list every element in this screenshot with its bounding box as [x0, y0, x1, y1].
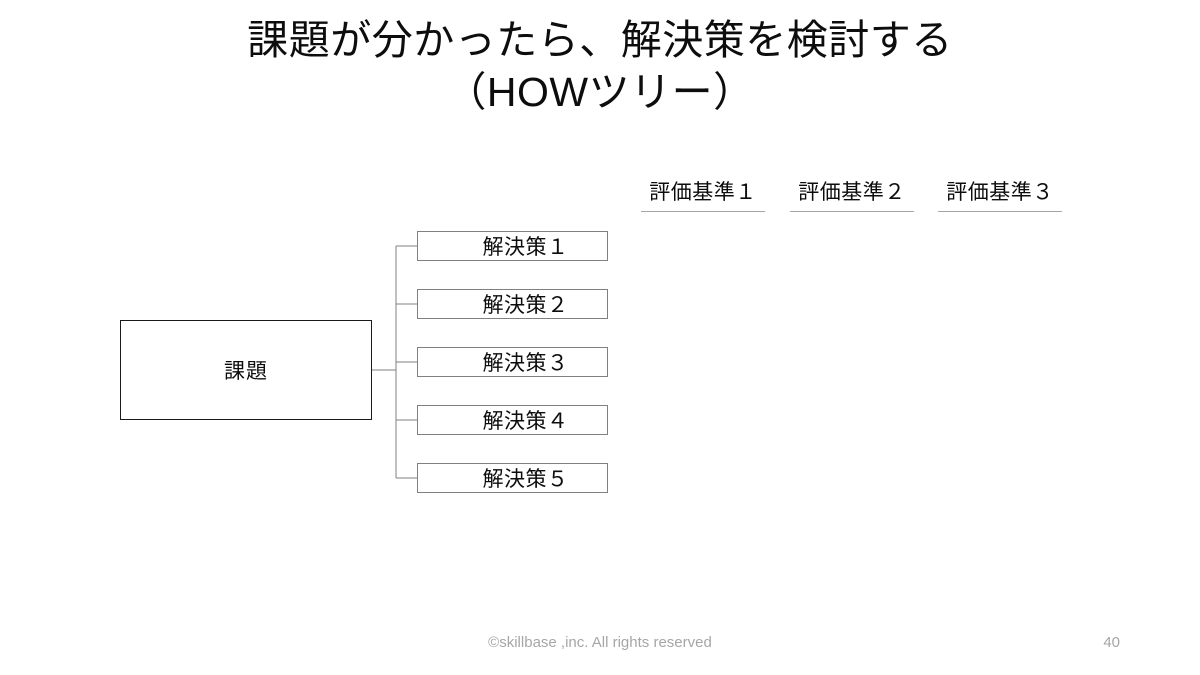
page-title: 課題が分かったら、解決策を検討する （HOWツリー） [0, 14, 1200, 119]
tree-leaf-node-1[interactable]: 解決策１ [417, 231, 608, 261]
tree-leaf-label-4: 解決策４ [482, 410, 569, 433]
tree-leaf-node-2[interactable]: 解決策２ [417, 289, 608, 319]
tree-leaf-node-5[interactable]: 解決策５ [417, 463, 608, 493]
page-title-line-1: 課題が分かったら、解決策を検討する [247, 17, 953, 63]
criteria-header-1: 評価基準１ [641, 176, 765, 212]
criteria-header-row: 評価基準１ 評価基準２ 評価基準３ [628, 176, 1078, 216]
tree-leaf-label-5: 解決策５ [482, 468, 569, 491]
tree-root-node[interactable]: 課題 [120, 320, 372, 420]
tree-leaf-node-3[interactable]: 解決策３ [417, 347, 608, 377]
tree-leaf-label-1: 解決策１ [482, 236, 569, 259]
criteria-header-2: 評価基準２ [790, 176, 914, 212]
footer-copyright: ©skillbase ,inc. All rights reserved [488, 634, 712, 651]
tree-root-label: 課題 [224, 360, 268, 383]
page-title-line-2: （HOWツリー） [445, 69, 755, 116]
tree-leaf-label-3: 解決策３ [482, 352, 569, 375]
tree-leaf-label-2: 解決策２ [482, 294, 569, 317]
tree-leaf-node-4[interactable]: 解決策４ [417, 405, 608, 435]
footer-page-number: 40 [1103, 634, 1120, 651]
criteria-header-3: 評価基準３ [938, 176, 1062, 212]
